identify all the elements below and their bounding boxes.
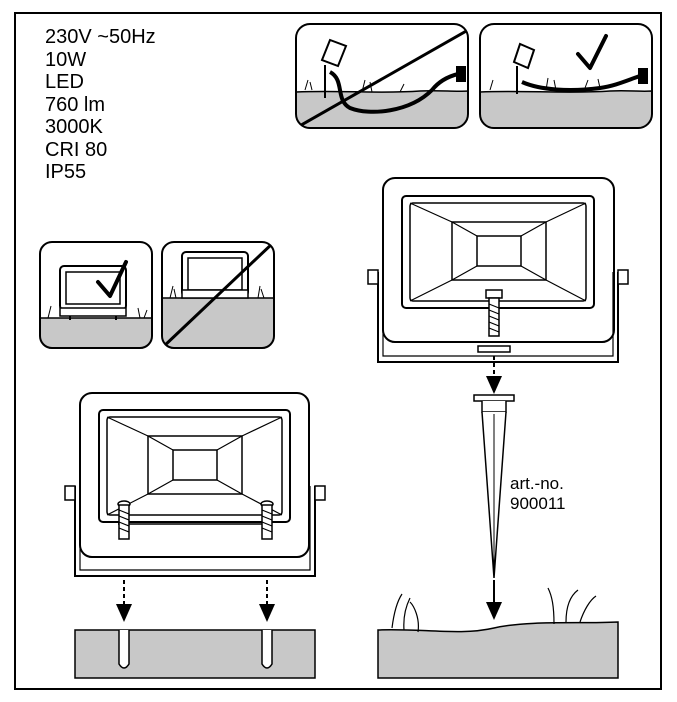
article-label: art.-no. — [510, 474, 564, 493]
spec-cri: CRI 80 — [45, 138, 108, 161]
floodlight-spike-mount-drawing — [367, 177, 629, 620]
spec-power: 10W — [45, 48, 87, 71]
crossed-out-cable-on-ground-icon — [295, 23, 469, 129]
article-number: art.-no. 900011 — [510, 474, 565, 514]
manual-frame — [14, 12, 662, 690]
floodlight-screw-mount-drawing — [64, 392, 326, 622]
spec-list: 230V ~50Hz 10W LED 760 lm 3000K CRI 80 I… — [45, 26, 156, 184]
spec-color-temp: 3000K — [45, 116, 103, 138]
article-value: 900011 — [510, 494, 566, 513]
spec-light-source: LED — [45, 71, 84, 93]
ground-right — [377, 587, 619, 679]
crossed-out-floodlight-on-ground-icon — [161, 241, 275, 349]
checkmark-cable-buried-icon — [479, 23, 653, 129]
checkmark-raised-floodlight-icon — [39, 241, 153, 349]
ground-left — [74, 629, 316, 679]
spec-ip-rating: IP55 — [45, 161, 87, 183]
spec-voltage: 230V ~50Hz — [45, 26, 156, 48]
spec-lumen: 760 lm — [45, 93, 106, 116]
